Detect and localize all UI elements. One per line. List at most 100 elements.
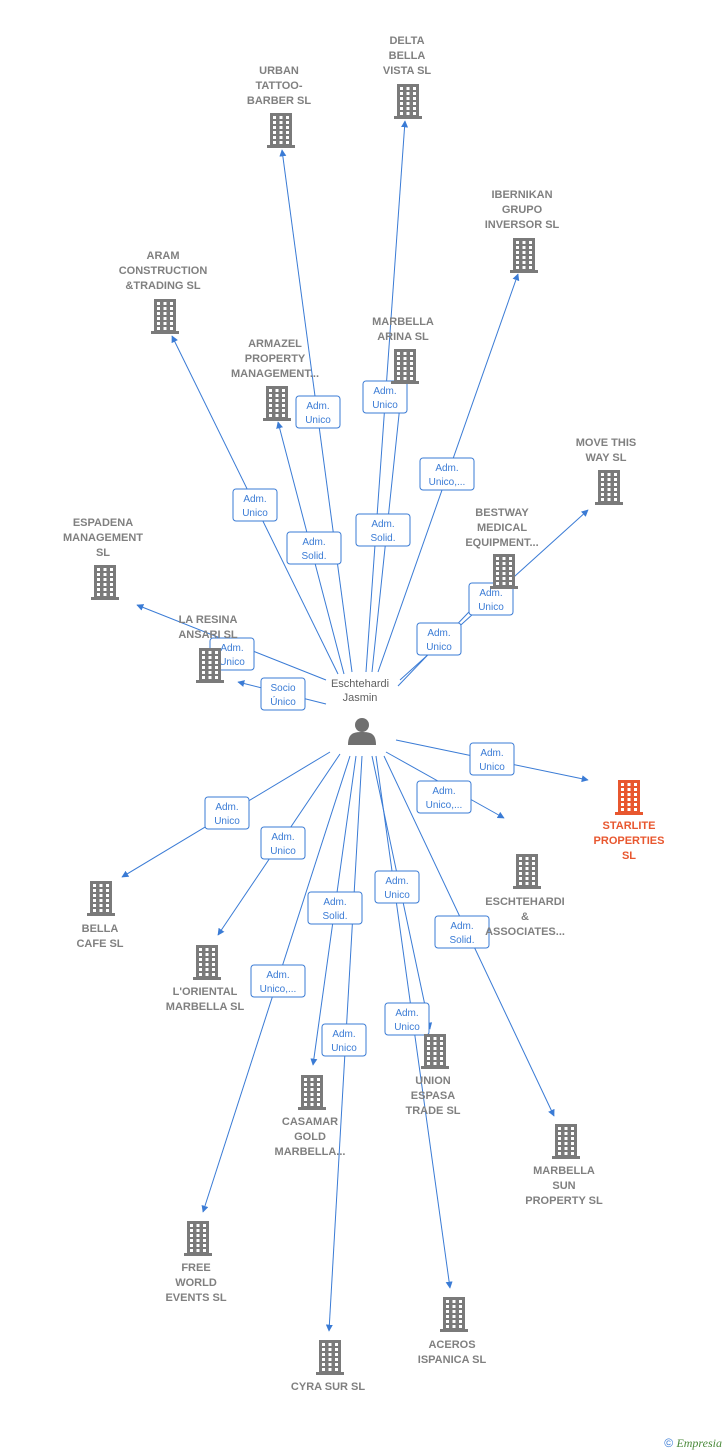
role-badge[interactable]: Adm.Solid. [355,513,411,547]
building-icon [184,1221,212,1256]
role-badge[interactable]: Adm.Unico,... [416,780,472,814]
center-person-label-line-2: Jasmin [343,692,378,704]
role-badge-text: Adm. [480,748,503,759]
company-label-line: ARMAZEL [248,338,302,350]
role-badge-text: Adm. [435,463,458,474]
company-label-line: EQUIPMENT... [465,537,538,549]
company-label-line: LA RESINA [179,614,238,626]
building-icon [193,945,221,980]
role-badge[interactable]: Adm. Unico,... [419,457,475,491]
company-label-line: CYRA SUR SL [291,1381,365,1393]
role-badge[interactable]: Adm.Unico [469,742,515,776]
role-badge-text: Adm. [271,832,294,843]
company-node-armazel[interactable]: ARMAZELPROPERTYMANAGEMENT... [231,338,319,421]
company-label-line: ESPADENA [73,517,133,529]
role-badge-text: Unico,... [260,984,297,995]
role-badge[interactable]: Adm. Unico [416,622,462,656]
building-icon [298,1075,326,1110]
role-badge[interactable]: Adm.Unico [384,1002,430,1036]
building-icon [513,854,541,889]
person-icon [348,718,376,745]
role-badge[interactable]: Adm.Solid. [286,531,342,565]
company-label-line: CAFE SL [76,938,123,950]
role-badge-text: Único [270,695,296,708]
role-badge-text: Unico [305,415,331,426]
role-badge[interactable]: Adm.Unico [321,1023,367,1057]
company-label-line: &TRADING SL [125,280,200,292]
company-node-casamar[interactable]: CASAMARGOLDMARBELLA... [275,1075,346,1158]
company-label-line: MARBELLA [533,1165,595,1177]
company-label-line: ARINA SL [377,331,429,343]
company-label-line: MANAGEMENT... [231,368,319,380]
role-badge[interactable]: Adm.Solid. [434,915,490,949]
company-node-loriental[interactable]: L'ORIENTAL MARBELLA SL [166,945,245,1013]
role-badge-text: Unico [478,602,504,613]
role-badge[interactable]: Adm.Unico [260,826,306,860]
building-icon [552,1124,580,1159]
company-label-line: ESPASA [411,1090,455,1102]
role-badge-text: Adm. [306,401,329,412]
role-badge-text: Adm. [395,1008,418,1019]
building-icon [394,84,422,119]
role-badge[interactable]: Adm.Unico [468,582,514,616]
role-badge-text: Unico [219,657,245,668]
company-label-line: BELLA [82,923,119,935]
role-badge[interactable]: Adm.Unico,... [250,964,306,998]
company-label-line: ASSOCIATES... [485,926,565,938]
company-label-line: MOVE THIS [576,437,637,449]
role-badge[interactable]: Adm. Unico [295,395,341,429]
role-badge[interactable]: Adm.Unico [374,870,420,904]
role-badge-text: Unico [384,890,410,901]
footer-credit: © Empresia [664,1436,722,1451]
role-badge[interactable]: Adm.Unico [362,380,408,414]
company-label-line: MEDICAL [477,522,527,534]
company-label-line: WORLD [175,1277,217,1289]
company-label-line: SL [96,547,110,559]
role-badge-text: Adm. [450,921,473,932]
company-label-line: L'ORIENTAL [173,986,238,998]
role-badge[interactable]: Adm.Unico [204,796,250,830]
building-icon [263,386,291,421]
building-icon [615,780,643,815]
company-label-line: SUN [552,1180,575,1192]
center-person-label-line-1: Eschtehardi [331,678,389,690]
role-badge[interactable]: Adm.Solid. [307,891,363,925]
building-icon [316,1340,344,1375]
role-badge-text: Adm. [427,628,450,639]
company-label-line: MARBELLA SL [166,1001,245,1013]
company-label-line: MARBELLA... [275,1146,346,1158]
company-node-eschtehardi-assoc[interactable]: ESCHTEHARDI&ASSOCIATES... [485,854,565,938]
company-label-line: ESCHTEHARDI [485,896,564,908]
company-label-line: TATTOO- [255,80,302,92]
company-label-line: ISPANICA SL [418,1354,487,1366]
role-badge-text: Unico [426,642,452,653]
role-badge-text: Unico,... [426,800,463,811]
role-badge-text: Unico,... [429,477,466,488]
company-label-line: INVERSOR SL [485,219,560,231]
company-label-line: FREE [181,1262,210,1274]
building-icon [87,881,115,916]
building-icon [91,565,119,600]
building-icon [151,299,179,334]
company-node-bestway[interactable]: BESTWAYMEDICALEQUIPMENT... [465,507,539,589]
company-node-cyra[interactable]: CYRA SUR SL [291,1340,365,1393]
company-label-line: UNION [415,1075,451,1087]
role-badge-text: Adm. [220,643,243,654]
center-person[interactable]: Eschtehardi Jasmin [331,678,389,745]
company-node-bella-cafe[interactable]: BELLA CAFE SL [76,881,124,950]
role-badge[interactable]: Adm.Unico [232,488,278,522]
